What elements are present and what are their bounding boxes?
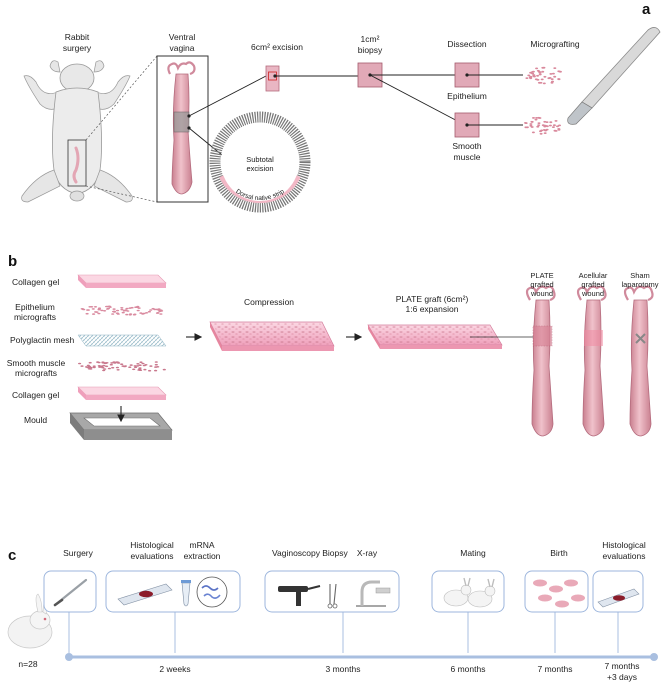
subtotal-excision-label-line2: excision xyxy=(246,164,273,173)
event-label-histology-line2: evaluations xyxy=(130,551,173,561)
event-label-vaginoscopy: Vaginoscopy xyxy=(272,548,321,558)
layer-label-epithelium-line1: Epithelium xyxy=(15,302,55,312)
mrna-circle-icon xyxy=(196,576,228,608)
epithelium-micrografts-cluster xyxy=(525,66,562,85)
group-label-acellular-line1: Acellular xyxy=(579,271,608,280)
subtotal-excision-ring xyxy=(209,111,311,213)
panel-c-letter: c xyxy=(8,547,16,564)
epithelium-label: Epithelium xyxy=(447,91,487,101)
micrografting-label: Micrografting xyxy=(530,39,579,49)
group-label-sham-line1: Sham xyxy=(630,271,650,280)
group-label-plate-line2: grafted xyxy=(530,280,553,289)
excision-tissue xyxy=(265,65,280,92)
timepoint-7-months: 7 months xyxy=(538,664,573,674)
epithelium-micrografts-layer xyxy=(80,305,164,316)
event-label-final-histology-line1: Histological xyxy=(602,540,646,550)
xray-machine-icon xyxy=(356,580,391,607)
layer-label-collagen-top: Collagen gel xyxy=(12,277,59,287)
event-label-biopsy: Biopsy xyxy=(322,548,348,558)
timeline-end-dot xyxy=(650,653,658,661)
muscle-micrografts-cluster xyxy=(524,116,561,135)
subtotal-excision-label-line1: Subtotal xyxy=(246,155,274,164)
compressed-construct xyxy=(209,321,335,351)
compression-label: Compression xyxy=(244,297,294,307)
sham-laparotomy-vagina xyxy=(623,285,654,437)
timepoint-7-months-3-days-line1: 7 months xyxy=(605,661,640,671)
layer-label-muscle-line1: Smooth muscle xyxy=(7,358,66,368)
scalpel-icon xyxy=(567,27,661,125)
timepoint-6-months: 6 months xyxy=(451,664,486,674)
group-label-acellular-line2: grafted xyxy=(581,280,604,289)
plate-graft-label-line2: 1:6 expansion xyxy=(406,304,459,314)
panel-a-letter: a xyxy=(642,1,651,18)
layer-label-mould: Mould xyxy=(24,415,47,425)
event-label-mrna-line1: mRNA xyxy=(189,540,214,550)
biopsy-forceps-icon xyxy=(327,583,338,609)
zoom-line-bottom xyxy=(85,185,158,203)
ventral-vagina-label-line2: vagina xyxy=(169,43,194,53)
collagen-gel-top-layer xyxy=(77,274,167,288)
timepoint-3-months: 3 months xyxy=(326,664,361,674)
tube-icon xyxy=(181,580,191,607)
mating-rabbits-icon xyxy=(443,577,496,608)
rabbit-surgery-label-line2: surgery xyxy=(63,43,92,53)
group-label-plate-line3: wound xyxy=(530,289,553,298)
histology-slide-icon xyxy=(117,583,173,606)
scalpel-small-icon xyxy=(53,578,88,607)
acellular-grafted-vagina xyxy=(576,285,607,437)
connector-vagina-excision xyxy=(188,75,267,117)
dissection-label: Dissection xyxy=(447,39,486,49)
treatment-groups xyxy=(525,285,654,437)
n-label: n=28 xyxy=(18,659,37,669)
polyglactin-mesh-layer xyxy=(77,334,167,347)
smooth-muscle-micrografts-layer xyxy=(78,361,166,372)
event-label-birth: Birth xyxy=(550,548,568,558)
panel-b-letter: b xyxy=(8,253,17,270)
biopsy-label-line1: 1cm² xyxy=(361,34,380,44)
event-label-histology-line1: Histological xyxy=(130,540,174,550)
final-histology-slide-icon xyxy=(597,588,640,608)
event-label-surgery: Surgery xyxy=(63,548,94,558)
ventral-vagina-organ xyxy=(167,61,196,195)
biopsy-label-line2: biopsy xyxy=(358,45,383,55)
event-label-xray: X-ray xyxy=(357,548,378,558)
vaginoscope-icon xyxy=(278,585,321,606)
rabbit-surgery-illustration xyxy=(21,60,133,203)
group-label-sham-line2: laparotomy xyxy=(621,280,658,289)
connector-biopsy-muscle xyxy=(369,74,466,126)
group-label-acellular-line3: wound xyxy=(581,289,604,298)
rabbit-surgery-label-line1: Rabbit xyxy=(65,32,90,42)
smooth-muscle-label-line2: muscle xyxy=(454,152,481,162)
timeline-start-dot xyxy=(65,653,73,661)
event-label-mrna-line2: extraction xyxy=(184,551,221,561)
ventral-vagina-label-line1: Ventral xyxy=(169,32,196,42)
timepoint-7-months-3-days-line2: +3 days xyxy=(607,672,637,682)
timepoint-2-weeks: 2 weeks xyxy=(159,664,190,674)
layer-label-mesh: Polyglactin mesh xyxy=(10,335,75,345)
plate-graft-expanded xyxy=(367,324,503,349)
layer-label-muscle-line2: micrografts xyxy=(15,368,57,378)
layer-label-epithelium-line2: micrografts xyxy=(14,312,56,322)
plate-graft-label-line1: PLATE graft (6cm²) xyxy=(396,294,469,304)
connector-vagina-ring xyxy=(188,127,223,156)
smooth-muscle-label-line1: Smooth xyxy=(452,141,482,151)
collagen-gel-bottom-layer xyxy=(77,386,167,400)
plate-grafted-vagina xyxy=(525,285,556,437)
layer-label-collagen-bottom: Collagen gel xyxy=(12,390,59,400)
event-label-mating: Mating xyxy=(460,548,486,558)
group-label-plate-line1: PLATE xyxy=(530,271,553,280)
excision-label: 6cm² excision xyxy=(251,42,303,52)
event-label-final-histology-line2: evaluations xyxy=(602,551,645,561)
newborn-kits-icon xyxy=(533,579,585,608)
